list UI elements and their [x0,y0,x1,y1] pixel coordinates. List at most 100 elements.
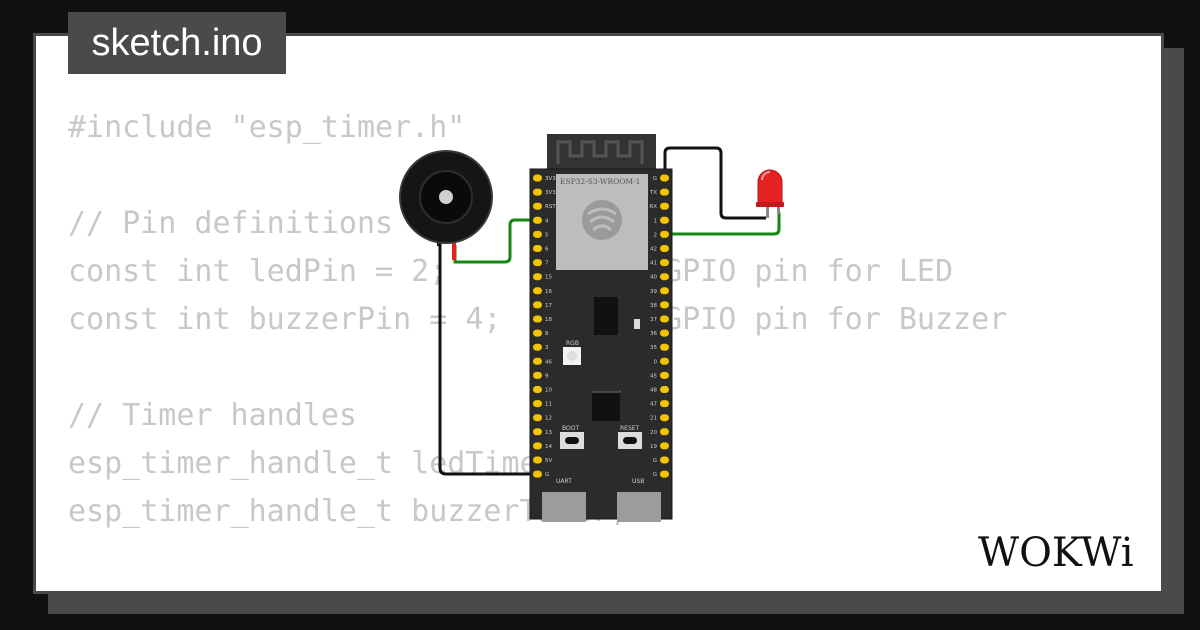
led-signal-wire [665,212,781,236]
buzzer-lead-red [452,236,456,260]
left-pin-pad[interactable] [533,259,542,267]
buzzer-center [439,190,453,204]
left-pin-pad[interactable] [533,301,542,309]
left-pin-label: 18 [545,317,552,323]
left-pin-pad[interactable] [533,343,542,351]
left-pin-label: 3V3 [545,176,556,182]
right-pin-label: 42 [650,247,657,253]
left-pin-pad[interactable] [533,400,542,408]
right-pin-pad[interactable] [660,216,669,224]
right-pin-label: 2 [654,232,658,238]
led[interactable] [756,169,784,218]
left-pin-label: 10 [545,388,552,394]
right-pin-pad[interactable] [660,202,669,210]
left-pin-pad[interactable] [533,315,542,323]
right-pin-pad[interactable] [660,470,669,478]
esp32-s3-board[interactable]: ESP32-S3-WROOM-1 RGB BOOT RESET UART USB… [529,134,673,522]
left-pin-label: 8 [545,331,549,337]
left-pin-pad[interactable] [533,386,542,393]
left-pin-pad[interactable] [533,329,542,337]
right-pin-pad[interactable] [660,315,669,323]
right-pin-pad[interactable] [660,428,669,436]
right-pin-pad[interactable] [660,245,669,252]
right-pin-label: 40 [650,275,657,281]
left-pin-pad[interactable] [533,230,542,238]
left-pin-label: 7 [545,261,549,267]
usb-label: USB [632,478,644,485]
reset-label: RESET [620,425,640,432]
buzzer-signal-wire [453,218,538,264]
left-pin-label: 3V3 [545,190,556,196]
right-pin-pad[interactable] [660,414,669,422]
right-pin-label: TX [649,190,657,196]
left-pin-pad[interactable] [533,428,542,436]
code-line: #include "esp_timer.h" [68,110,466,145]
file-tab[interactable]: sketch.ino [68,12,286,74]
right-pin-label: 35 [650,345,657,351]
right-pin-label: 48 [650,388,657,394]
left-pin-label: 12 [545,416,552,422]
code-line: // Callback for LED timer [68,584,1007,591]
left-pin-pad[interactable] [533,188,542,196]
right-pin-pad[interactable] [660,343,669,351]
left-pin-pad[interactable] [533,245,542,252]
left-pin-pad[interactable] [533,216,542,224]
right-pin-pad[interactable] [660,287,669,295]
code-line: // Timer handles [68,398,357,433]
left-pin-label: 3 [545,345,549,351]
right-pin-pad[interactable] [660,230,669,238]
left-pin-label: RST [545,204,556,210]
left-pin-pad[interactable] [533,414,542,422]
right-pin-pad[interactable] [660,400,669,408]
led-ground-wire [663,146,766,220]
left-pin-label: 15 [545,275,552,281]
left-pin-pad[interactable] [533,273,542,281]
left-pin-label: 6 [545,247,549,253]
left-pin-pad[interactable] [533,287,542,295]
left-pin-pad[interactable] [533,202,542,210]
right-pin-pad[interactable] [660,273,669,281]
right-pin-pad[interactable] [660,259,669,267]
right-pin-label: 39 [650,289,657,295]
buzzer[interactable] [399,150,493,260]
chip-usb-uart [592,393,620,421]
right-pin-pad[interactable] [660,456,669,464]
left-pin-pad[interactable] [533,371,542,379]
right-pin-label: 19 [650,444,657,450]
right-pin-pad[interactable] [660,371,669,379]
right-pin-pad[interactable] [660,329,669,337]
led-cathode-leg [766,200,769,218]
chip-ldo [594,297,618,335]
rgb-led-lens [567,351,577,361]
boot-button-cap [565,437,579,444]
espressif-logo-waves [587,207,617,232]
right-pin-label: 41 [650,261,657,267]
left-pin-pad[interactable] [533,470,542,478]
left-pin-pad[interactable] [533,456,542,464]
right-pin-pad[interactable] [660,174,669,182]
left-pin-pad[interactable] [533,174,542,182]
right-pin-label: 47 [650,402,657,408]
wokwi-logo-text: WOKWi [978,530,1134,574]
left-pin-label: 16 [545,289,552,295]
right-pin-label: RX [649,204,657,210]
right-pin-label: 1 [654,218,658,224]
left-pin-pad[interactable] [533,442,542,450]
left-pin-pad[interactable] [533,357,542,365]
left-pin-label: 17 [545,303,552,309]
right-pin-pad[interactable] [660,357,669,365]
buzzer-ground-wire [438,240,538,476]
left-pin-label: 14 [545,444,552,450]
rgb-label: RGB [566,340,579,347]
left-pin-label: 5 [545,232,549,238]
right-pin-pad[interactable] [660,386,669,393]
right-pin-pad[interactable] [660,301,669,309]
right-pin-pad[interactable] [660,442,669,450]
led-highlight [761,171,771,181]
boot-label: BOOT [562,425,579,432]
chip-outline [592,390,621,393]
right-pin-pad[interactable] [660,188,669,196]
wokwi-logo: WOKWi [978,530,1134,574]
